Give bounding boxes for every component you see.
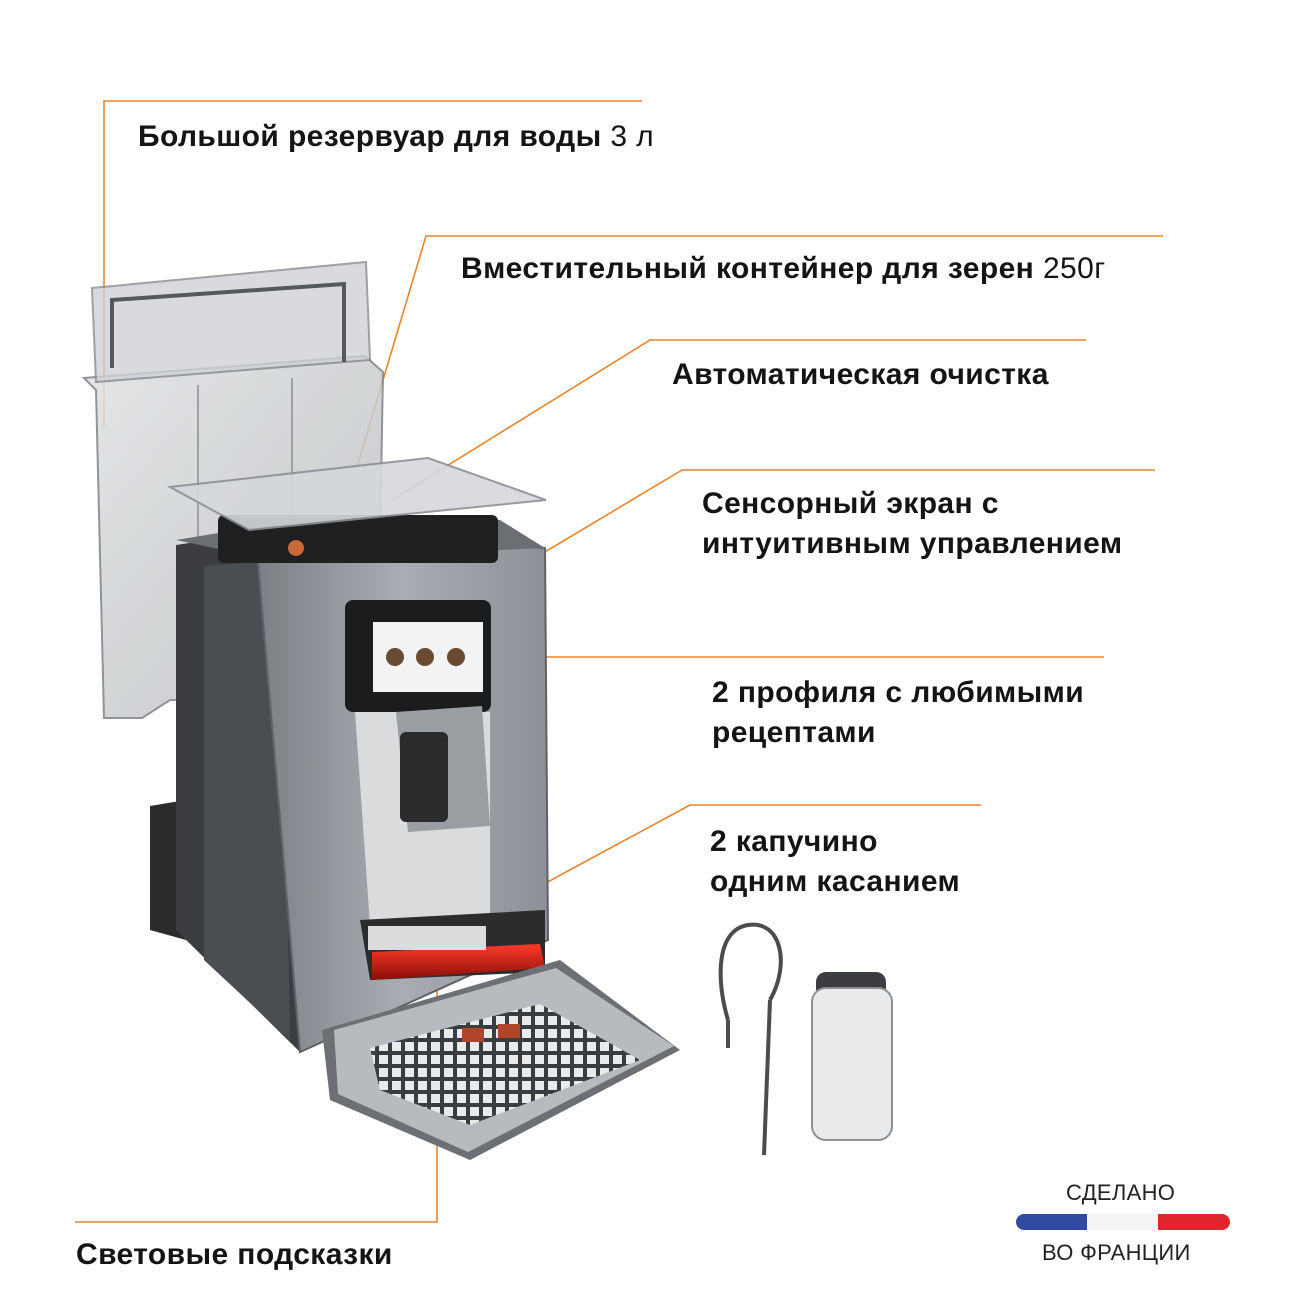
feature-profiles: 2 профиля с любимыми рецептами	[712, 673, 1132, 753]
milk-tube-accessory	[718, 922, 783, 1156]
made-in-france-bottom: ВО ФРАНЦИИ	[1042, 1240, 1191, 1265]
feature-water-tank-value: 3 л	[610, 120, 655, 153]
feature-light-hints-title: Световые подсказки	[76, 1238, 393, 1271]
feature-light-hints: Световые подсказки	[76, 1235, 393, 1275]
drip-tray	[322, 960, 680, 1160]
flag-stripe-white	[1087, 1214, 1158, 1230]
flag-stripe-red	[1158, 1214, 1230, 1230]
feature-cappuccino-line2: одним касанием	[710, 865, 961, 898]
made-in-france-top: СДЕЛАНО	[1066, 1180, 1176, 1205]
feature-water-tank: Большой резервуар для воды 3 л	[138, 117, 654, 157]
flag-stripe-blue	[1016, 1214, 1087, 1230]
feature-cappuccino-line1: 2 капучино	[710, 825, 878, 858]
feature-auto-clean-title: Автоматическая очистка	[672, 358, 1049, 391]
feature-touch-screen-line2: интуитивным управлением	[702, 527, 1123, 560]
callout-line-clean	[391, 339, 1086, 501]
feature-water-tank-title: Большой резервуар для воды	[138, 120, 602, 153]
feature-bean-container-title: Вместительный контейнер для зерен	[461, 252, 1035, 285]
feature-auto-clean: Автоматическая очистка	[672, 355, 1049, 395]
feature-bean-container: Вместительный контейнер для зерен 250г	[461, 249, 1106, 289]
milk-jug-accessory	[811, 972, 893, 1141]
feature-cappuccino: 2 капучино одним касанием	[710, 822, 1040, 902]
feature-bean-container-value: 250г	[1042, 252, 1106, 285]
feature-profiles-line2: рецептами	[712, 716, 876, 749]
feature-touch-screen: Сенсорный экран с интуитивным управление…	[702, 484, 1182, 564]
machine-body	[150, 456, 550, 1054]
feature-profiles-line1: 2 профиля с любимыми	[712, 676, 1085, 709]
feature-touch-screen-line1: Сенсорный экран с	[702, 487, 999, 520]
